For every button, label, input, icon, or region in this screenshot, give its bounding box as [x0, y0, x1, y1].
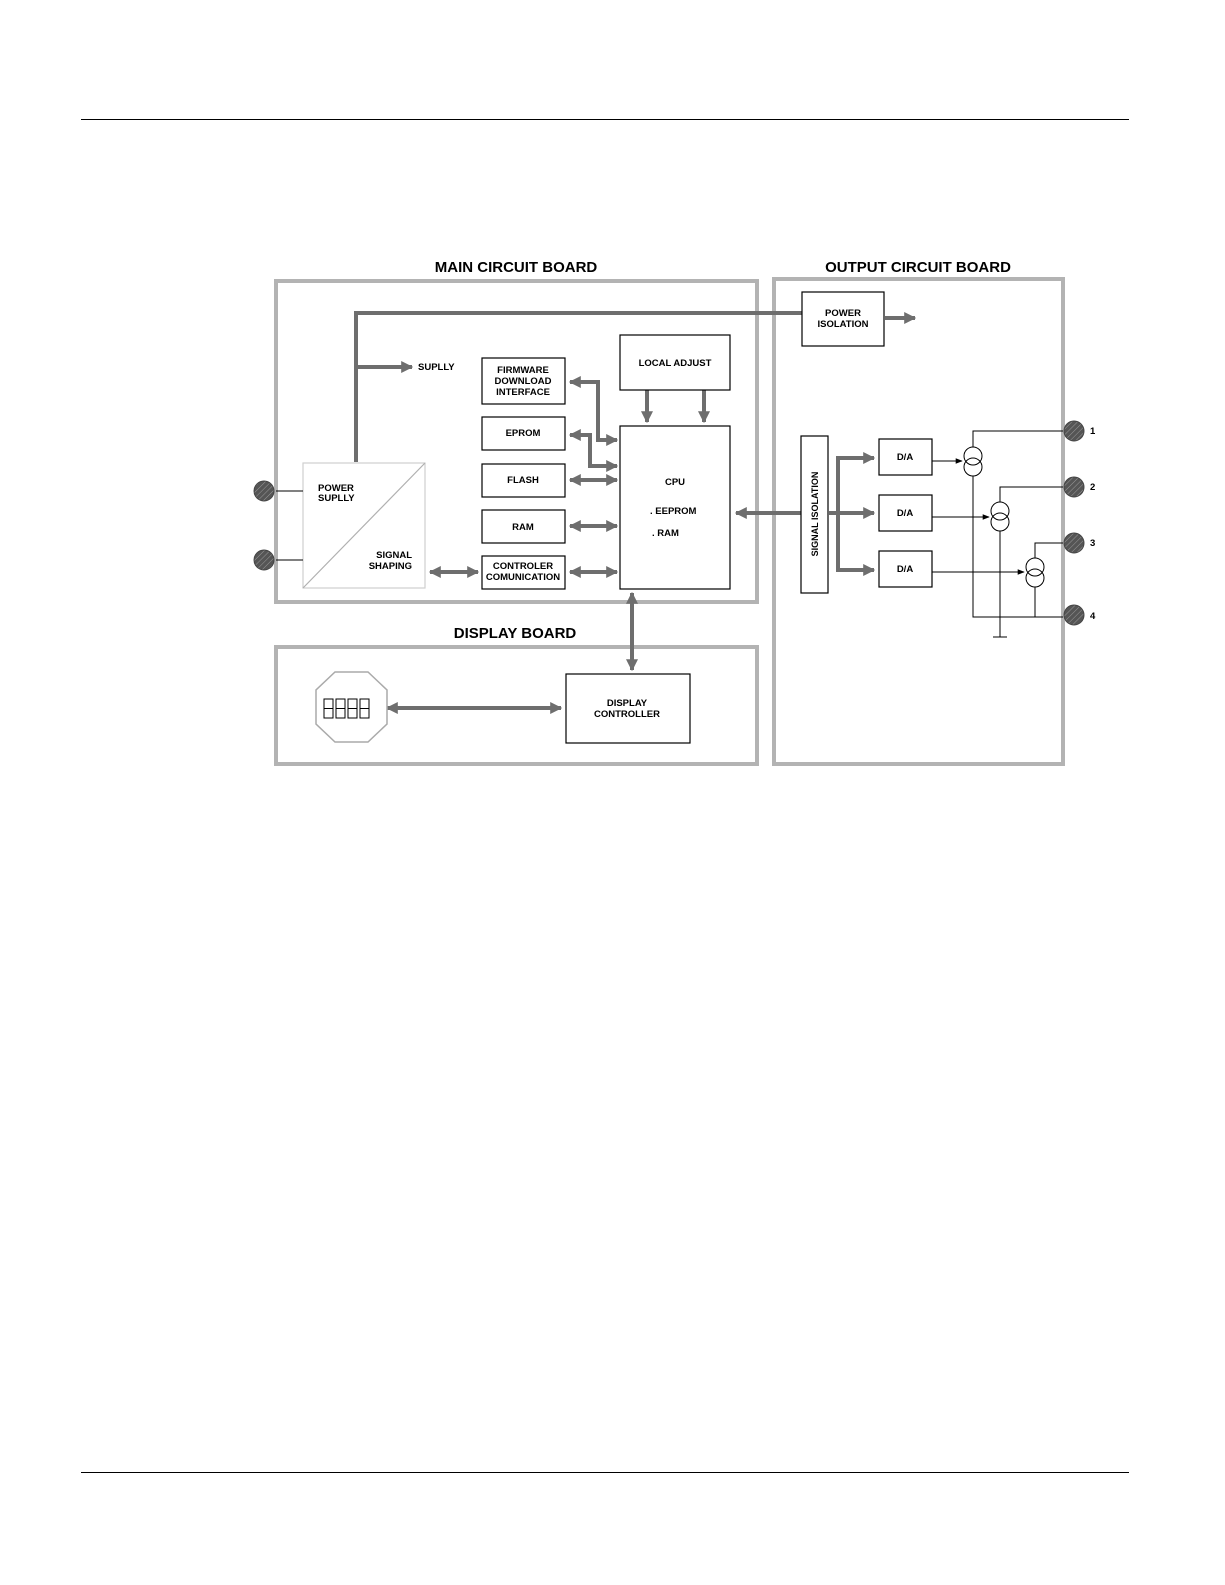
output-board-title: OUTPUT CIRCUIT BOARD: [825, 259, 1011, 276]
input-terminal-minus: [254, 550, 274, 570]
supply-label: SUPLLY: [418, 362, 455, 373]
terminal-label-3: 3: [1090, 538, 1095, 549]
power-isolation-label-2: ISOLATION: [817, 319, 868, 330]
power-bus-line: [356, 313, 803, 462]
ram-label: RAM: [512, 522, 534, 533]
signal-shaping-label-1: SIGNAL: [376, 550, 412, 561]
cpu-ram-label: . RAM: [652, 528, 679, 539]
output-terminal-3: [1064, 533, 1084, 553]
eprom-label: EPROM: [506, 428, 541, 439]
da-label-2: D/A: [897, 508, 914, 519]
display-controller-label-2: CONTROLLER: [594, 709, 660, 720]
power-isolation-label-1: POWER: [825, 308, 861, 319]
firmware-label-2: DOWNLOAD: [495, 376, 552, 387]
cpu-eeprom-label: . EEPROM: [650, 506, 697, 517]
firmware-label-3: INTERFACE: [496, 387, 550, 398]
isolation-da-bus: [829, 458, 874, 513]
main-board-title: MAIN CIRCUIT BOARD: [435, 259, 598, 276]
signal-shaping-label-2: SHAPING: [369, 561, 412, 572]
flash-label: FLASH: [507, 475, 539, 486]
display-board-title: DISPLAY BOARD: [454, 625, 577, 642]
da-label-3: D/A: [897, 564, 914, 575]
cpu-label: CPU: [665, 477, 685, 488]
firmware-cpu-arrow: [570, 382, 617, 440]
controler-label-2: COMUNICATION: [486, 572, 560, 583]
local-adjust-label: LOCAL ADJUST: [639, 358, 712, 369]
terminal-label-2: 2: [1090, 482, 1095, 493]
output-terminal-1: [1064, 421, 1084, 441]
output-terminal-4: [1064, 605, 1084, 625]
terminal-label-1: 1: [1090, 426, 1096, 437]
power-supply-label-2: SUPLLY: [318, 493, 355, 504]
output-terminal-2: [1064, 477, 1084, 497]
signal-isolation-label: SIGNAL ISOLATION: [810, 472, 820, 557]
output-wiring: [932, 431, 1063, 637]
firmware-label-1: FIRMWARE: [497, 365, 549, 376]
lcd-display: [316, 672, 387, 742]
output-terminals: [1064, 421, 1084, 625]
terminal-label-4: 4: [1090, 611, 1096, 622]
display-controller-label-1: DISPLAY: [607, 698, 648, 709]
input-terminal-plus: [254, 481, 274, 501]
controler-label-1: CONTROLER: [493, 561, 553, 572]
input-terminals: [254, 481, 303, 570]
isolation-da3-arrow: [838, 513, 874, 570]
da-label-1: D/A: [897, 452, 914, 463]
